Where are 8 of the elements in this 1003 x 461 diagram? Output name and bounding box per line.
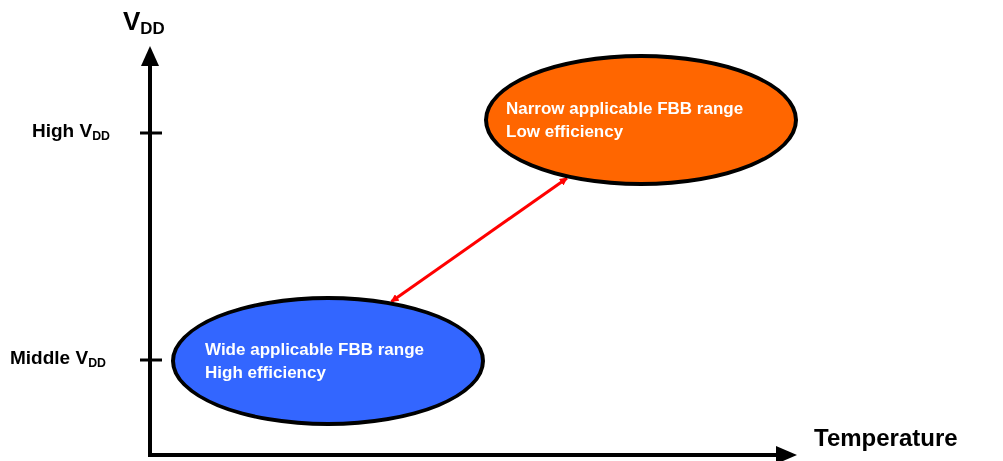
ellipse-text: Wide applicable FBB range [205, 339, 425, 361]
ellipse-text: Narrow applicable FBB range [506, 98, 745, 120]
axis-label: High V$_{DD}$ [32, 120, 110, 144]
axis-label: V$_{DD}$ [123, 6, 165, 40]
ellipse-text: High efficiency [205, 362, 327, 384]
ellipse-text: Low efficiency [506, 121, 625, 143]
axis-label: Middle V$_{DD}$ [10, 347, 106, 371]
axis-label: Temperature [814, 424, 958, 452]
